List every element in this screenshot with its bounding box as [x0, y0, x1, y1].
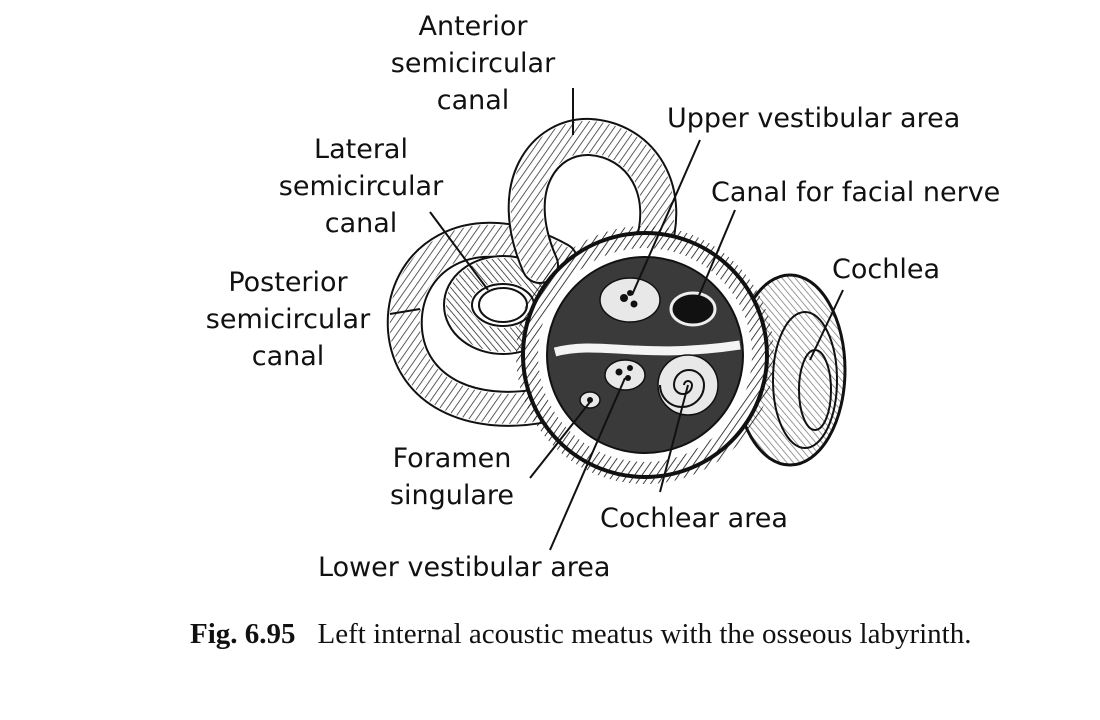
leader-lateral: [429, 211, 489, 291]
label-posterior-semicircular-canal: Posterior semicircular canal: [205, 267, 371, 372]
label-upper-vestibular-area: Upper vestibular area: [667, 103, 961, 134]
label-cochlear-area: Cochlear area: [600, 503, 788, 534]
leader-lower-vestibular: [549, 377, 626, 551]
leader-posterior: [389, 308, 421, 315]
leader-lines: [389, 88, 844, 551]
figure-caption-text: Left internal acoustic meatus with the o…: [317, 618, 972, 650]
figure-number: Fig. 6.95: [190, 618, 296, 650]
leader-upper-vestibular: [631, 139, 701, 296]
label-canal-for-facial-nerve: Canal for facial nerve: [711, 177, 1001, 208]
label-lateral-semicircular-canal: Lateral semicircular canal: [278, 134, 444, 239]
label-anterior-semicircular-canal: Anterior semicircular canal: [390, 11, 556, 116]
anterior-semicircular-canal-shape: [507, 118, 678, 284]
leader-cochlea: [809, 289, 844, 361]
leader-cochlear-area: [659, 384, 689, 493]
figure-caption: Fig. 6.95 Left internal acoustic meatus w…: [190, 614, 1070, 654]
label-foramen-singulare: Foramen singulare: [389, 443, 515, 511]
label-cochlea: Cochlea: [832, 254, 940, 285]
leader-facial-canal: [694, 209, 736, 306]
posterior-semicircular-canal-shape: [386, 221, 578, 427]
internal-acoustic-meatus-shape: [516, 226, 774, 484]
leader-foramen: [529, 401, 591, 479]
label-lower-vestibular-area: Lower vestibular area: [318, 552, 611, 583]
